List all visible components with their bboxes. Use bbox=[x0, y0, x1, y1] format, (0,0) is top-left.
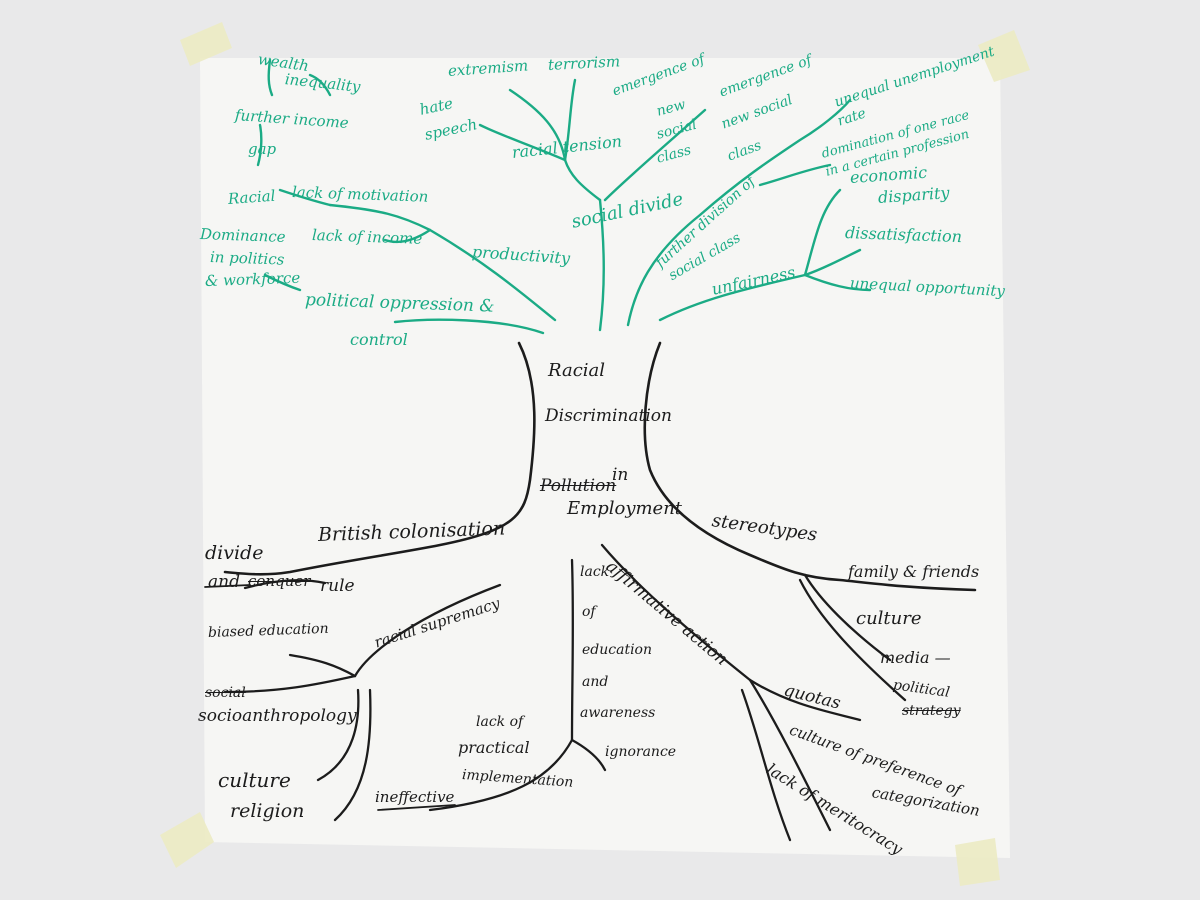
branch-social-divide bbox=[598, 198, 605, 332]
label-culture2: culture bbox=[856, 608, 922, 629]
root-ignorance bbox=[570, 738, 607, 772]
root-divide-rule bbox=[243, 579, 327, 590]
label-and: and bbox=[208, 572, 240, 592]
label-workforce: & workforce bbox=[204, 268, 301, 290]
label-practical: practical bbox=[458, 738, 530, 757]
branch-economic bbox=[803, 188, 842, 277]
root-racial-supremacy bbox=[353, 583, 502, 678]
label-in-politics: in politics bbox=[209, 248, 285, 269]
title-employment: Employment bbox=[567, 498, 683, 519]
branch-racial-tension bbox=[563, 158, 602, 202]
label-and2: and bbox=[582, 674, 609, 690]
label-social-struck: social bbox=[205, 685, 246, 701]
label-dominance: Dominance bbox=[199, 225, 286, 246]
label-dissatisfaction: dissatisfaction bbox=[844, 223, 963, 247]
root-culture2 bbox=[803, 573, 892, 662]
root-lack-practical bbox=[428, 738, 574, 812]
branch-inequality bbox=[308, 73, 332, 97]
label-gap: gap bbox=[248, 140, 277, 158]
branch-domination bbox=[758, 163, 832, 187]
root-culture bbox=[316, 688, 360, 782]
branch-unequal-opportunity bbox=[803, 273, 872, 292]
label-ineffective: ineffective bbox=[375, 788, 455, 806]
branch-extremism bbox=[508, 88, 567, 162]
label-racial: Racial bbox=[227, 186, 277, 208]
branch-dominance bbox=[263, 273, 302, 292]
root-biased-education bbox=[288, 653, 357, 678]
branch-political bbox=[393, 318, 545, 335]
label-family-friends: family & friends bbox=[848, 562, 980, 581]
root-affirmative-action bbox=[600, 543, 862, 722]
branch-wealth bbox=[267, 58, 274, 97]
label-of: of bbox=[582, 604, 596, 620]
label-religion: religion bbox=[230, 800, 305, 822]
root-socioanthropology bbox=[223, 674, 357, 694]
title-racial: Racial bbox=[548, 360, 606, 381]
label-lack-of: lack of bbox=[476, 714, 524, 730]
branch-unfairness bbox=[658, 248, 862, 322]
tape-pieces bbox=[160, 22, 1030, 886]
underline-ineffective bbox=[377, 804, 456, 811]
label-biased-education: biased education bbox=[207, 620, 329, 641]
label-lack-income: lack of income bbox=[311, 226, 423, 248]
label-media: media — bbox=[880, 648, 951, 667]
branch-emergence bbox=[603, 108, 707, 202]
branch-hate bbox=[478, 123, 567, 162]
branch-lack-income bbox=[383, 228, 432, 244]
label-ignorance: ignorance bbox=[605, 744, 677, 760]
root-lack-meritocracy bbox=[740, 688, 792, 842]
label-divide: divide bbox=[205, 542, 264, 564]
trunk-outline bbox=[223, 341, 977, 592]
title-pollution-struck: Pollution bbox=[540, 476, 617, 496]
label-awareness: awareness bbox=[580, 705, 656, 721]
root-culture-preference bbox=[748, 678, 832, 832]
label-conquer-struck: conquer bbox=[248, 572, 311, 590]
label-socioanthropology: socioanthropology bbox=[198, 706, 357, 726]
title-discrimination: Discrimination bbox=[545, 406, 672, 426]
branch-terrorism bbox=[563, 78, 577, 162]
paper-sheet bbox=[200, 58, 1010, 858]
root-lack-education bbox=[570, 558, 575, 742]
branch-division bbox=[626, 98, 852, 327]
label-rule: rule bbox=[320, 576, 355, 596]
branch-income-gap bbox=[256, 123, 263, 167]
label-terrorism: terrorism bbox=[547, 52, 621, 74]
label-lack: lack bbox=[580, 564, 610, 580]
label-control: control bbox=[350, 330, 408, 349]
label-strategy-struck: strategy bbox=[902, 703, 961, 719]
label-culture: culture bbox=[218, 768, 291, 792]
title-in: in bbox=[612, 465, 629, 485]
label-education: education bbox=[582, 642, 652, 658]
root-religion bbox=[333, 688, 372, 822]
branch-racial bbox=[278, 188, 332, 207]
root-media bbox=[798, 578, 907, 702]
branch-lines bbox=[256, 58, 872, 335]
root-lines bbox=[223, 543, 907, 842]
